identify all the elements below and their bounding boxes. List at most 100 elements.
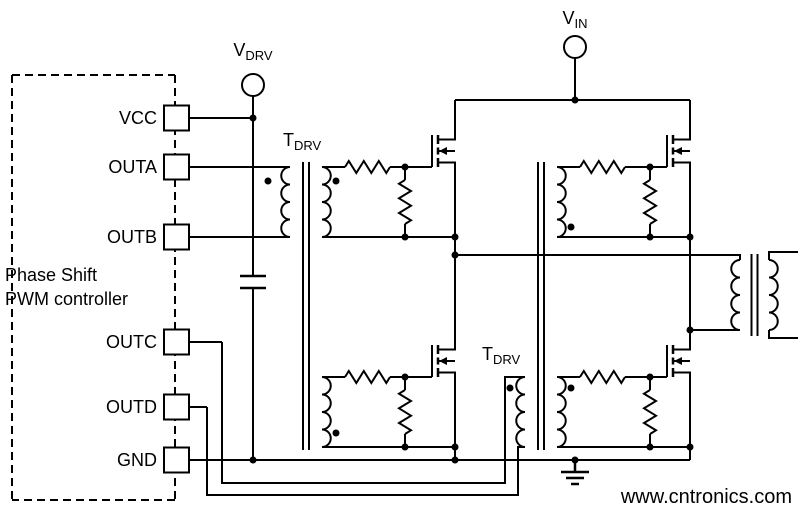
pin-outc [163, 328, 190, 356]
output-transformer-primary-coil [730, 259, 741, 331]
parallel-gate-resistor-upper-right [642, 179, 658, 225]
vdrv-source-terminal [241, 73, 265, 97]
pin-gnd [163, 446, 190, 474]
wires-bridge-power [438, 58, 741, 460]
vin-label-base: V [562, 8, 574, 28]
junction-dot [646, 373, 654, 381]
t2-primary-coil [515, 376, 526, 448]
junction-dot [451, 233, 459, 241]
tdrv-left-label-base: T [283, 130, 294, 150]
q1-body-arrow [439, 147, 447, 155]
t2-core [537, 162, 545, 450]
junction-dot [686, 233, 694, 241]
wires-gate-drive-lower-right [557, 376, 690, 448]
tdrv-right-label: TDRV [482, 344, 521, 367]
t1-secondary-bottom-coil [321, 376, 332, 448]
t2-primary-phasing-dot [506, 384, 514, 392]
t2-secondary-bottom-coil [556, 376, 567, 448]
mosfet-lower-left [431, 345, 455, 377]
junction-dot [401, 443, 409, 451]
t2-secondary-bottom-phasing-dot [567, 384, 575, 392]
pin-label-outc: OUTC [106, 332, 157, 352]
junction-dot [451, 443, 459, 451]
output-transformer-secondary-coil [768, 259, 779, 331]
junction-dot [571, 96, 579, 104]
pin-outd [163, 393, 190, 421]
parallel-gate-resistor-lower-left [397, 389, 413, 435]
labels: VCC OUTA OUTB OUTC OUTD GND Phase Shift … [5, 8, 792, 508]
series-gate-resistor-upper-right [579, 159, 626, 175]
junction-dot [571, 456, 579, 464]
wires-gate-drive-upper-right [557, 166, 690, 238]
junction-dot [646, 163, 654, 171]
vdrv-label-sub: DRV [245, 48, 273, 63]
junction-dot [401, 373, 409, 381]
wire-pin-leads-and-ground-rail [189, 117, 690, 461]
junction-dot [451, 251, 459, 259]
pin-outa [163, 153, 190, 181]
series-gate-resistor-lower-left [344, 369, 391, 385]
junction-dot [686, 326, 694, 334]
junction-dot [646, 443, 654, 451]
mosfet-upper-right [666, 135, 690, 167]
circuit-ink [11, 35, 798, 501]
q3-body-arrow [439, 357, 447, 365]
mosfet-lower-right [666, 345, 690, 377]
gate-drive-transformer-2 [515, 162, 567, 450]
parallel-gate-resistor-lower-right [642, 389, 658, 435]
wires-gate-drive-upper-left [322, 166, 455, 238]
mosfet-upper-left [431, 135, 455, 167]
output-transformer-secondary-leads [768, 251, 798, 339]
junction-dot [249, 456, 257, 464]
t1-secondary-bottom-phasing-dot [332, 429, 340, 437]
ground-symbol [561, 460, 589, 486]
controller-name-line1: Phase Shift [5, 265, 97, 285]
watermark-text: www.cntronics.com [620, 486, 792, 508]
parallel-gate-resistor-upper-left [397, 179, 413, 225]
controller-pin-boxes [163, 104, 190, 474]
junction-dot [401, 233, 409, 241]
t1-secondary-top-coil [321, 166, 332, 238]
junction-dot [686, 443, 694, 451]
output-transformer [730, 251, 798, 339]
pin-label-outb: OUTB [107, 227, 157, 247]
junction-dots [249, 96, 694, 464]
t2-secondary-top-phasing-dot [567, 223, 575, 231]
gate-drive-transformer-1 [280, 162, 332, 450]
wires-gate-drive-lower-left [322, 376, 455, 448]
wire-outc-route [221, 342, 525, 484]
q4-body-arrow [674, 357, 682, 365]
vdrv-label: VDRV [233, 40, 273, 63]
t1-secondary-top-phasing-dot [332, 177, 340, 185]
output-transformer-core [750, 254, 759, 336]
t2-secondary-top-coil [556, 166, 567, 238]
vin-label-sub: IN [575, 16, 588, 31]
decoupling-capacitor [240, 274, 266, 290]
vin-label: VIN [562, 8, 587, 31]
series-gate-resistor-lower-right [579, 369, 626, 385]
t1-primary-coil [280, 166, 291, 238]
pin-vcc [163, 104, 190, 132]
wire-outd-route [206, 407, 525, 496]
pin-outb [163, 223, 190, 251]
t1-core [302, 162, 310, 450]
pin-label-outd: OUTD [106, 397, 157, 417]
junction-dot [401, 163, 409, 171]
vdrv-label-base: V [233, 40, 245, 60]
tdrv-right-label-sub: DRV [493, 352, 521, 367]
junction-dot [249, 114, 257, 122]
pin-label-outa: OUTA [108, 157, 157, 177]
tdrv-left-label: TDRV [283, 130, 322, 153]
pin-label-gnd: GND [117, 450, 157, 470]
t1-primary-phasing-dot [264, 177, 272, 185]
pin-label-vcc: VCC [119, 108, 157, 128]
q2-body-arrow [674, 147, 682, 155]
tdrv-left-label-sub: DRV [294, 138, 322, 153]
series-gate-resistor-upper-left [344, 159, 391, 175]
controller-name-line2: PWM controller [5, 289, 128, 309]
vin-source-terminal [563, 35, 587, 59]
junction-dot [646, 233, 654, 241]
controller-dashed-outline [11, 74, 176, 501]
